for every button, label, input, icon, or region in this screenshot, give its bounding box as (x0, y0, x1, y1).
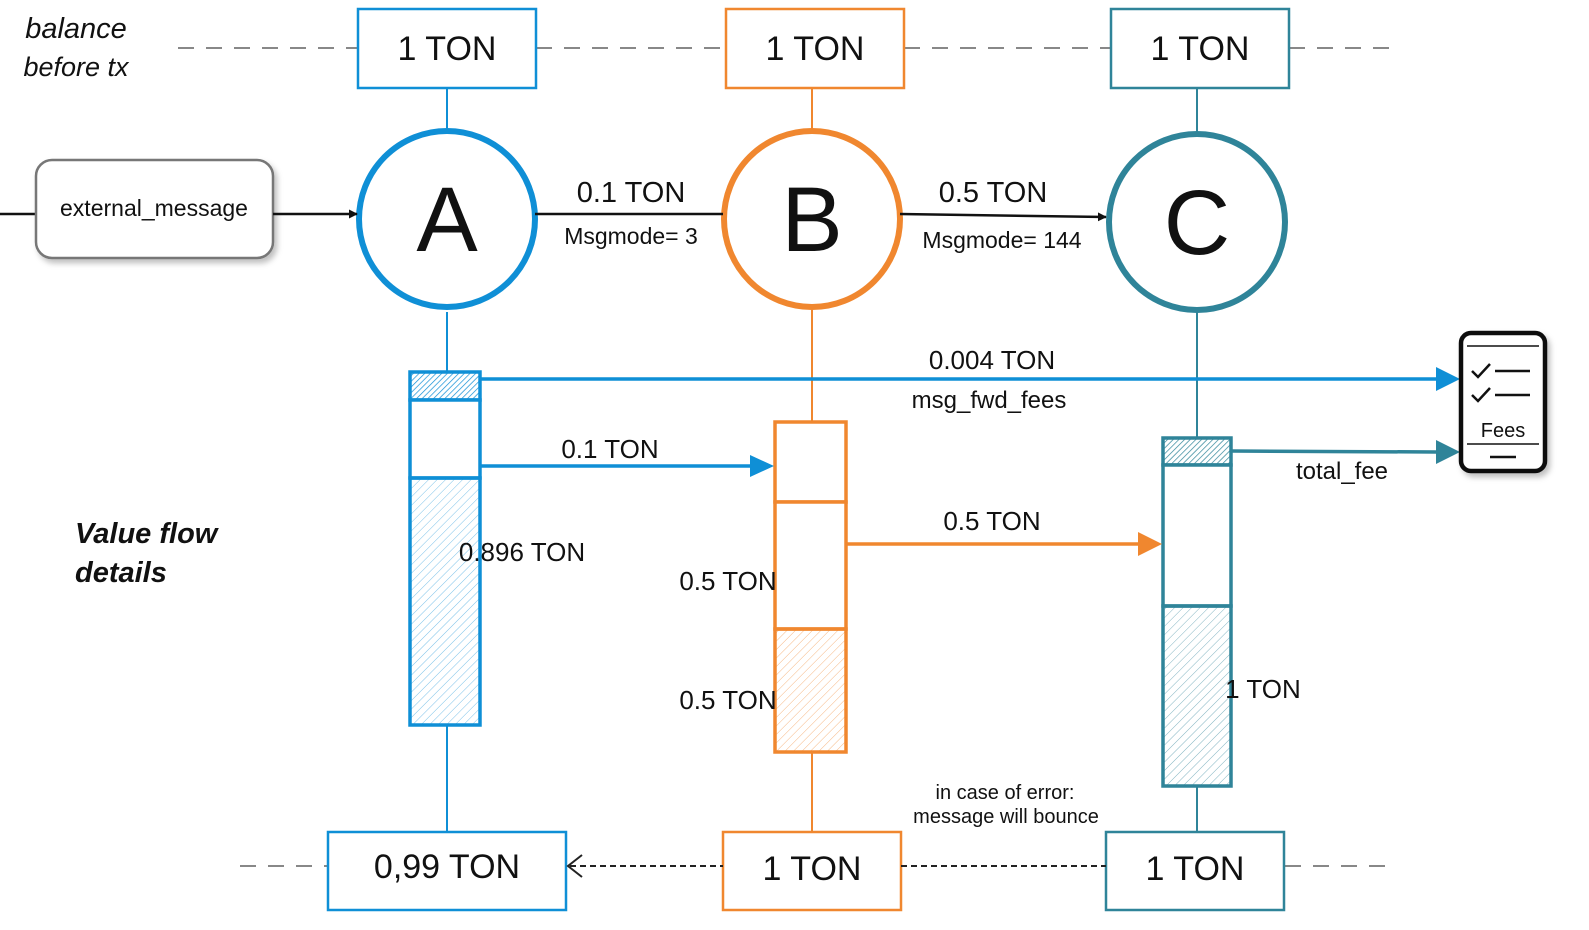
fwd-fee-value: 0.004 TON (929, 345, 1055, 375)
column-c: 1 TON C 1 TON (1104, 7, 1291, 912)
c-bar-remaining-segment (1161, 604, 1233, 788)
node-a-balance-before (356, 7, 538, 90)
column-a: 1 TON A 0,99 TON (326, 7, 568, 912)
column-b: 1 TON B 1 TON (721, 7, 906, 912)
balance-label-line1: balance (25, 13, 127, 45)
node-a-balance-after-text: 0,99 TON (374, 848, 520, 886)
node-a-balance-after (326, 830, 568, 912)
flow-b-to-c-value: 0.5 TON (943, 506, 1040, 536)
node-c-balance-after-text: 1 TON (1146, 850, 1245, 888)
b-part1-value: 0.5 TON (679, 566, 776, 596)
bounce-note-line1: in case of error: (936, 782, 1075, 804)
node-c-balance-before-text: 1 TON (1151, 30, 1250, 68)
external-message-text: external_message (60, 195, 248, 221)
external-message-box[interactable] (34, 158, 275, 260)
node-c-letter: C (1164, 172, 1230, 274)
checklist-phone-icon (1458, 330, 1548, 474)
c-bar-fee-segment (1161, 436, 1233, 467)
external-message-group: external_message (0, 158, 358, 260)
node-c-balance-before (1109, 7, 1291, 90)
b-part2-value: 0.5 TON (679, 685, 776, 715)
c-total-fee-label: total_fee (1296, 458, 1388, 485)
node-a-letter: A (416, 169, 478, 271)
node-c-balance-after (1104, 830, 1286, 912)
a-bar-sent-segment (408, 398, 482, 480)
fees-device: Fees (1458, 330, 1548, 474)
flow-a-to-b-value: 0.1 TON (561, 434, 658, 464)
flow-b-to-c: 0.5 TON (846, 506, 1162, 556)
node-b-balance-after (721, 830, 903, 912)
message-a-to-b: 0.1 TON Msgmode= 3 (535, 177, 723, 249)
c-bar-incoming-segment (1161, 463, 1233, 608)
message-a-to-b-value: 0.1 TON (577, 177, 686, 209)
node-b-balance-before-text: 1 TON (766, 30, 865, 68)
message-b-to-c-value: 0.5 TON (939, 177, 1048, 209)
message-b-to-c: 0.5 TON Msgmode= 144 (899, 177, 1107, 253)
node-c-circle (1106, 131, 1288, 313)
a-bar-remaining-segment (408, 476, 482, 727)
a-bar-fee-segment (408, 370, 482, 402)
c-remaining-value: 1 TON (1225, 674, 1301, 704)
node-b-letter: B (781, 169, 842, 271)
value-flow-label-line2: details (75, 557, 167, 589)
value-flow-label-line1: Value flow (75, 518, 220, 550)
bounce-note-line2: message will bounce (913, 806, 1099, 828)
b-bar-sent-segment (773, 500, 848, 631)
node-a-balance-before-text: 1 TON (398, 30, 497, 68)
fees-device-label: Fees (1481, 420, 1525, 442)
b-bar-incoming-segment (773, 420, 848, 504)
node-b-balance-after-text: 1 TON (763, 850, 862, 888)
node-b-circle (721, 128, 903, 310)
node-b-balance-before (724, 7, 906, 90)
a-remaining-value: 0.896 TON (459, 537, 585, 567)
message-b-to-c-mode: Msgmode= 144 (922, 227, 1081, 253)
balance-label-line2: before tx (23, 52, 130, 82)
node-a-circle (356, 128, 538, 310)
bounce-path: in case of error: message will bounce (566, 782, 1106, 878)
fwd-fee-label: msg_fwd_fees (912, 387, 1067, 414)
message-a-to-b-mode: Msgmode= 3 (564, 223, 698, 249)
flow-a-to-b: 0.1 TON (480, 434, 774, 477)
b-bar-remaining-segment (773, 627, 848, 754)
flow-c-total-fee: total_fee (1230, 440, 1460, 485)
flow-fwd-fee: 0.004 TON msg_fwd_fees (480, 345, 1460, 414)
